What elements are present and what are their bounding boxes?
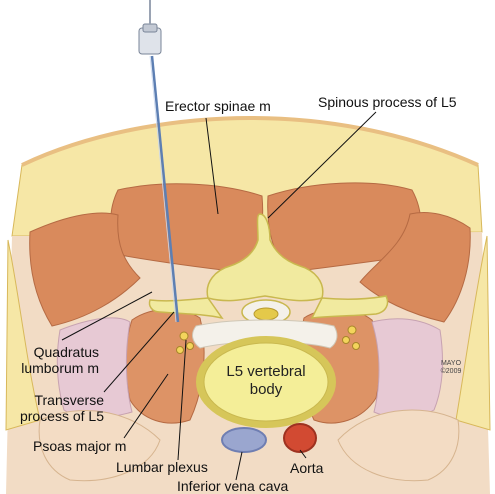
- lumbar-plexus-root-3: [176, 346, 184, 354]
- lumbar-plexus-root-5: [342, 336, 350, 344]
- peritoneal-left: [56, 317, 133, 419]
- bowel-right: [337, 409, 460, 482]
- credit-line1: MAYO: [440, 360, 462, 367]
- skin-edge: [21, 115, 479, 167]
- spinous-process: [206, 213, 324, 302]
- label-erector-spinae: Erector spinae m: [165, 98, 271, 114]
- label-quadratus-line1: Quadratus: [33, 344, 99, 360]
- mayo-credit: MAYO ©2009: [436, 360, 466, 376]
- label-transverse-line1: Transverse: [34, 392, 104, 408]
- lumbar-plexus-root-4: [347, 325, 357, 335]
- label-transverse-process: Transverse process of L5: [0, 392, 104, 424]
- label-vertebral-line1: L5 vertebral: [226, 363, 306, 380]
- cauda-equina: [253, 307, 279, 321]
- label-aorta: Aorta: [290, 460, 324, 476]
- inferior-vena-cava: [221, 427, 267, 453]
- needle-highlight: [149, 55, 177, 323]
- label-spinous-process: Spinous process of L5: [318, 94, 457, 110]
- label-psoas-major: Psoas major m: [33, 438, 127, 454]
- lateral-muscle-left: [29, 212, 141, 327]
- credit-line2: ©2009: [440, 368, 462, 375]
- peritoneal-right: [371, 318, 443, 419]
- lateral-muscle-right: [359, 212, 471, 323]
- leader-transverse: [103, 311, 175, 393]
- leader-spinous-process: [267, 111, 377, 219]
- label-vertebral-body: L5 vertebral body: [216, 363, 316, 399]
- label-vertebral-line2: body: [249, 381, 283, 398]
- needle-hub-cap: [142, 23, 158, 33]
- label-quadratus-lumborum: Quadratus lumborum m: [0, 344, 99, 376]
- disc-band: [192, 319, 338, 349]
- leader-erector-spinae: [205, 117, 219, 215]
- aorta: [283, 423, 317, 453]
- vertebral-body: [203, 342, 329, 422]
- transverse-process-right: [310, 295, 389, 319]
- label-transverse-line2: process of L5: [19, 408, 104, 424]
- bowel-left: [38, 410, 161, 482]
- lumbar-plexus-root-2: [186, 342, 194, 350]
- leader-psoas: [123, 373, 169, 439]
- needle-shaft: [150, 55, 180, 323]
- label-lumbar-plexus: Lumbar plexus: [116, 459, 208, 475]
- leader-aorta: [299, 449, 307, 459]
- leader-ivc: [235, 451, 243, 481]
- lumbar-plexus-root-1: [179, 331, 189, 341]
- label-inferior-vena-cava: Inferior vena cava: [177, 478, 289, 494]
- lumbar-plexus-root-6: [352, 342, 360, 350]
- leader-lumbar-plexus: [177, 339, 187, 461]
- psoas-major-left: [125, 308, 205, 424]
- leader-quadratus: [61, 291, 153, 341]
- label-quadratus-line2: lumborum m: [21, 360, 99, 376]
